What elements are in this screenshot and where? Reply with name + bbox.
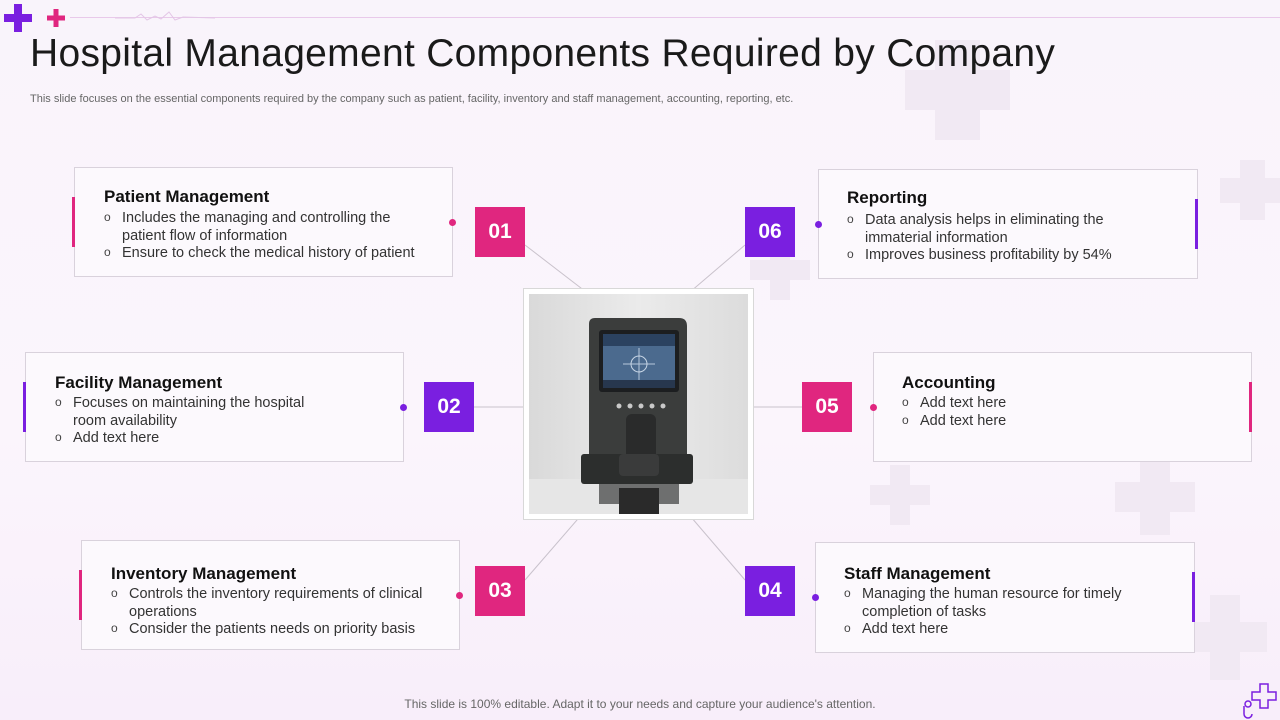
card-bullets: Managing the human resource for timely c…: [844, 585, 1144, 639]
connector-dot: [456, 592, 463, 599]
connector-dot: [400, 404, 407, 411]
background-cross: [1220, 178, 1280, 203]
bullet-item: Managing the human resource for timely c…: [844, 585, 1144, 621]
connector-dot: [812, 594, 819, 601]
background-cross: [1182, 622, 1267, 652]
component-card-staff-management: Staff Management Managing the human reso…: [815, 542, 1195, 653]
connector-dot: [870, 404, 877, 411]
page-subtitle: This slide focuses on the essential comp…: [30, 93, 794, 105]
card-bullets: Controls the inventory requirements of c…: [111, 585, 431, 639]
medical-device-image: [529, 294, 748, 514]
card-title: Patient Management: [104, 187, 270, 206]
plus-icon: [4, 4, 32, 32]
step-number-badge: 01: [475, 207, 525, 257]
bullet-item: Add text here: [844, 620, 1144, 639]
top-decor-line: [70, 17, 1280, 18]
page-title: Hospital Management Components Required …: [30, 32, 1056, 75]
footer-note: This slide is 100% editable. Adapt it to…: [404, 697, 876, 711]
step-number-badge: 03: [475, 566, 525, 616]
step-number-badge: 02: [424, 382, 474, 432]
heartbeat-line-icon: [115, 11, 215, 21]
card-bullets: Add text here Add text here: [902, 394, 1202, 431]
background-cross: [905, 70, 1010, 110]
card-accent-bar: [72, 197, 75, 247]
card-accent-bar: [1192, 572, 1195, 622]
card-accent-bar: [1195, 199, 1198, 249]
card-title: Facility Management: [55, 373, 223, 392]
step-number-badge: 06: [745, 207, 795, 257]
component-card-patient-management: Patient Management Includes the managing…: [74, 167, 453, 277]
card-title: Inventory Management: [111, 564, 297, 583]
card-title: Reporting: [847, 188, 928, 207]
card-bullets: Data analysis helps in eliminating the i…: [847, 211, 1147, 265]
plus-icon: [47, 9, 65, 27]
step-number-badge: 04: [745, 566, 795, 616]
card-title: Staff Management: [844, 564, 991, 583]
hospital-network-icon: [1243, 683, 1277, 719]
bullet-item: Controls the inventory requirements of c…: [111, 585, 431, 621]
connector-dot: [815, 221, 822, 228]
bullet-item: Ensure to check the medical history of p…: [104, 244, 424, 263]
bullet-item: Add text here: [902, 394, 1202, 413]
card-bullets: Includes the managing and controlling th…: [104, 209, 424, 263]
card-bullets: Focuses on maintaining the hospital room…: [55, 394, 325, 448]
bullet-item: Add text here: [55, 429, 325, 448]
background-cross: [1115, 482, 1195, 512]
card-title: Accounting: [902, 373, 996, 392]
card-accent-bar: [1249, 382, 1252, 432]
background-cross: [750, 260, 810, 280]
card-accent-bar: [23, 382, 26, 432]
component-card-reporting: Reporting Data analysis helps in elimina…: [818, 169, 1198, 279]
bullet-item: Includes the managing and controlling th…: [104, 209, 424, 245]
bullet-item: Focuses on maintaining the hospital room…: [55, 394, 325, 430]
background-cross: [870, 485, 930, 505]
medical-device-illustration: [529, 318, 748, 514]
bullet-item: Improves business profitability by 54%: [847, 246, 1147, 265]
bullet-item: Data analysis helps in eliminating the i…: [847, 211, 1147, 247]
bullet-item: Consider the patients needs on priority …: [111, 620, 431, 639]
step-number-badge: 05: [802, 382, 852, 432]
component-card-inventory-management: Inventory Management Controls the invent…: [81, 540, 460, 650]
bullet-item: Add text here: [902, 412, 1202, 431]
component-card-accounting: Accounting Add text here Add text here: [873, 352, 1252, 462]
center-image-frame: [523, 288, 754, 520]
component-card-facility-management: Facility Management Focuses on maintaini…: [25, 352, 404, 462]
connector-dot: [449, 219, 456, 226]
card-accent-bar: [79, 570, 82, 620]
